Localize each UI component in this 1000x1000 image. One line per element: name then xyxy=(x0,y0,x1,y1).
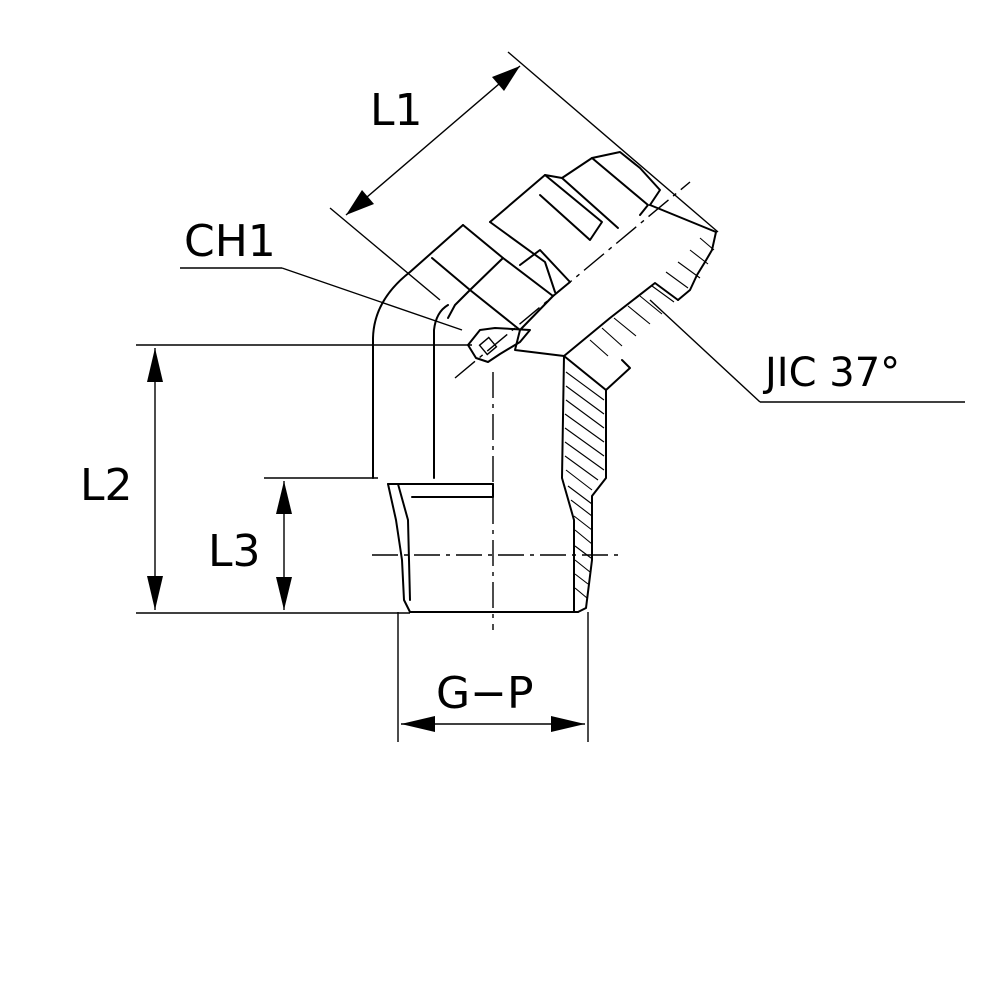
thread-left-wall xyxy=(387,483,411,613)
gp-arrow-right xyxy=(551,716,585,732)
swivel-nut-ridge-2 xyxy=(561,177,619,229)
swivel-nut-face xyxy=(591,157,649,216)
ch1-label: CH1 xyxy=(184,216,276,267)
jic-label: JIC 37° xyxy=(762,350,900,396)
neck-shoulder xyxy=(519,249,571,297)
dimension-gp: G−P xyxy=(397,612,589,742)
leader-ch1: CH1 xyxy=(180,216,463,331)
l1-extension-left xyxy=(329,207,441,301)
hex-section-lower xyxy=(469,257,554,331)
dimension-l1: L1 xyxy=(329,51,719,301)
hex-face-line xyxy=(447,289,471,319)
hex-section xyxy=(431,224,504,291)
l1-label: L1 xyxy=(370,85,423,136)
gp-arrow-left xyxy=(401,716,435,732)
elbow-inner-contour xyxy=(433,304,449,479)
nut-lower-edge xyxy=(563,282,679,357)
l2-arrow-bottom xyxy=(147,576,163,610)
l3-label: L3 xyxy=(208,526,261,577)
thread-left-inner xyxy=(397,483,411,601)
angled-centerline xyxy=(454,181,691,379)
ch1-leader-angled xyxy=(281,267,463,331)
fitting-body xyxy=(372,151,717,613)
ch1-marker-square xyxy=(478,336,498,356)
l1-dimension-line xyxy=(345,65,521,216)
l3-arrow-bottom xyxy=(276,577,292,610)
l2-label: L2 xyxy=(80,460,133,511)
l1-arrow-start xyxy=(346,190,374,215)
leader-jic: JIC 37° xyxy=(649,299,965,403)
stem-right-step xyxy=(605,359,631,391)
gp-label: G−P xyxy=(436,668,534,719)
dimension-l2: L2 xyxy=(80,344,472,614)
l3-arrow-top xyxy=(276,481,292,514)
l1-extension-right xyxy=(507,51,719,233)
swivel-nut-inner xyxy=(489,221,556,293)
stem-hatching xyxy=(564,237,715,599)
stem-right-inner xyxy=(561,355,575,613)
elbow-outer-contour xyxy=(372,224,464,479)
centerlines xyxy=(372,181,691,630)
l2-arrow-top xyxy=(147,348,163,382)
ch1-marker xyxy=(467,327,531,363)
swivel-nut xyxy=(489,151,661,223)
jic-leader-angled xyxy=(649,299,761,403)
swivel-nut-ridge xyxy=(539,174,603,241)
l1-arrow-end xyxy=(492,66,520,91)
angled-lower-edge xyxy=(514,329,565,357)
dimension-l3: L3 xyxy=(208,477,378,610)
